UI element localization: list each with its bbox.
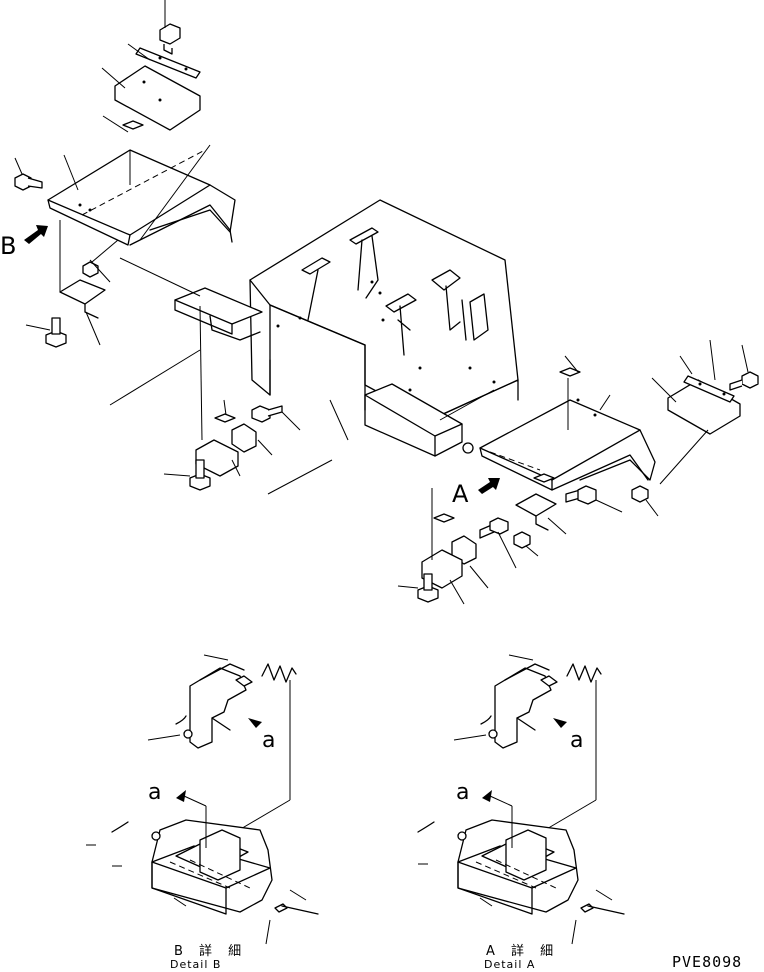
left-side-bolt [14,173,43,191]
left-latch-bracket-group [189,399,283,491]
console-levers [301,227,489,356]
detail-b-arrow-label-a-1: a [262,728,276,753]
detail-a-caption-en: Detail A [484,958,536,971]
center-console-cover [249,199,519,421]
view-b-arrow-icon [24,225,48,244]
detail-b-caption-jp: B 詳 細 [174,944,248,959]
right-floor-plate-assembly [397,339,759,605]
small-tab [122,120,144,130]
shim-plate-upper [135,47,201,79]
upper-bolt [159,23,181,55]
detail-b-view [86,654,319,945]
right-lower-bracket [515,493,557,531]
right-floor-plate [479,367,656,491]
detail-a-arrow-label-a-1: a [570,728,584,753]
view-a-label: A [452,480,469,508]
left-lower-bracket [59,220,106,319]
nut-1 [82,261,99,278]
right-upper-bolt [729,371,759,391]
detail-a-caption-jp: A 詳 細 [486,944,560,959]
detail-b-caption-en: Detail B [170,958,222,971]
right-tab [533,473,555,483]
drawing-number: PVE8098 [672,953,743,971]
left-floor-plate-assembly [14,0,236,348]
nut-2 [631,485,649,503]
view-a-arrow-icon [478,478,500,494]
view-b-label: B [0,232,17,260]
detail-b-arrow-label-a-2: a [148,780,162,805]
left-mount-rail [174,287,263,441]
left-floor-plate [47,149,236,246]
right-shim-plates [667,375,741,435]
shim-plate-lower [114,65,201,131]
right-mount-rail [364,383,474,457]
left-lower-bolt [45,317,67,348]
right-side-bolt [565,485,597,505]
detail-a-arrow-label-a-2: a [456,780,470,805]
right-latch-bracket-group [417,513,531,603]
detail-a-view [417,654,625,945]
